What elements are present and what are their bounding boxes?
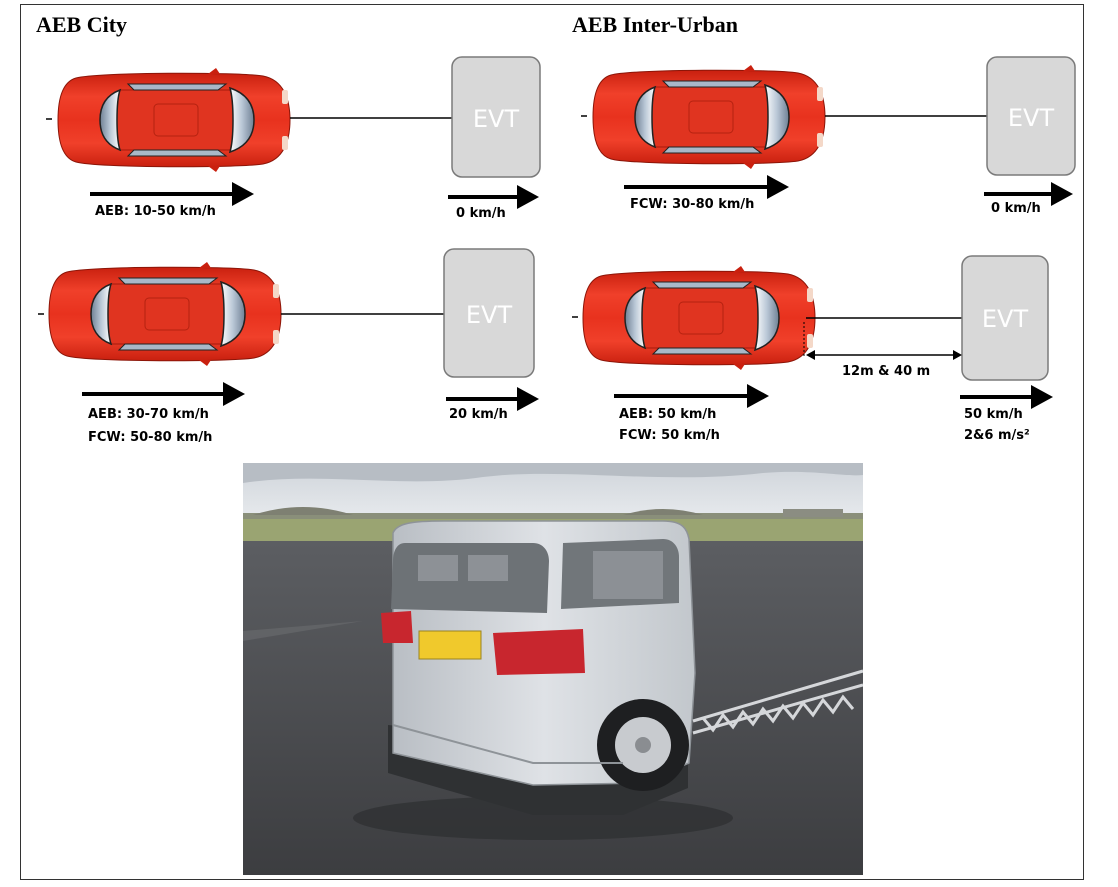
city-top-target-speed: 0 km/h [456, 206, 506, 221]
city-top-scenario: EVT [46, 56, 541, 209]
scenario-diagram: EVT EVT EVT EVT [38, 56, 1076, 411]
evt-target-box [443, 248, 535, 378]
evt-target-box [961, 255, 1049, 381]
aeb-city-title: AEB City [36, 12, 128, 37]
interurban-bottom-subject-speed-fcw: FCW: 50 km/h [619, 428, 720, 443]
city-bottom-target-speed: 20 km/h [449, 407, 508, 422]
subject-car-icon [582, 265, 816, 371]
subject-car-icon [592, 64, 826, 170]
interurban-bottom-subject-speed-aeb: AEB: 50 km/h [619, 407, 717, 422]
subject-car-icon [48, 261, 282, 367]
city-top-subject-speed: AEB: 10-50 km/h [95, 204, 216, 219]
evt-label: EVT [473, 105, 520, 133]
evt-label: EVT [982, 305, 1029, 333]
evt-photo [243, 463, 863, 875]
evt-target-box [986, 56, 1076, 176]
interurban-bottom-gap: 12m & 40 m [842, 364, 931, 379]
interurban-bottom-scenario: EVT [572, 255, 1053, 409]
city-bottom-subject-speed-fcw: FCW: 50-80 km/h [88, 430, 213, 445]
city-bottom-subject-speed-aeb: AEB: 30-70 km/h [88, 407, 209, 422]
interurban-top-subject-speed: FCW: 30-80 km/h [630, 197, 755, 212]
evt-target-box [451, 56, 541, 178]
city-bottom-scenario: EVT [38, 248, 539, 411]
interurban-top-scenario: EVT [581, 56, 1076, 206]
interurban-top-target-speed: 0 km/h [991, 201, 1041, 216]
aeb-interurban-title: AEB Inter-Urban [572, 12, 739, 37]
subject-car-icon [57, 67, 291, 173]
interurban-bottom-target-decel: 2&6 m/s² [964, 428, 1030, 443]
evt-label: EVT [1008, 104, 1055, 132]
evt-label: EVT [466, 301, 513, 329]
interurban-bottom-target-speed: 50 km/h [964, 407, 1023, 422]
